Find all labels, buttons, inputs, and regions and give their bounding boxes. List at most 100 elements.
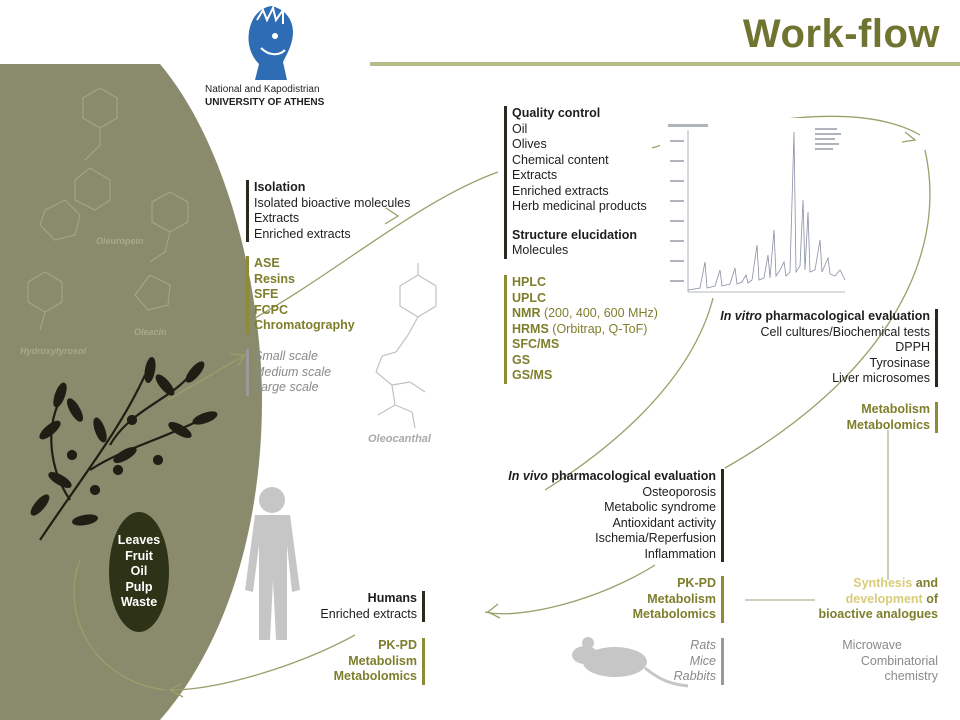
- olive-parts-list: Leaves Fruit Oil Pulp Waste: [98, 533, 180, 611]
- analytics-item: GS/MS: [512, 368, 553, 382]
- pkpd-item: Metabolism: [647, 591, 716, 606]
- quality-control-item: Enriched extracts: [512, 183, 609, 198]
- olive-part: Leaves: [117, 533, 161, 547]
- quality-control-item: Herb medicinal products: [512, 199, 647, 213]
- in-vivo-title: In vivo pharmacological evaluation: [508, 469, 716, 483]
- humans-title: Humans: [367, 591, 417, 605]
- isolation-item: Enriched extracts: [254, 226, 351, 241]
- label-hydroxytyrosol: Hydroxytyrosol: [20, 346, 87, 356]
- metabolism-item: Metabolism: [861, 402, 930, 416]
- pkpd-item: PK-PD: [378, 638, 417, 652]
- analytics-item: HPLC: [512, 275, 547, 289]
- development-word: development: [845, 591, 923, 606]
- university-line2: UNIVERSITY OF ATHENS: [205, 97, 325, 108]
- structure-item: Molecules: [512, 243, 569, 257]
- quality-control-item: Chemical content: [512, 152, 609, 167]
- isolation-item: Extracts: [254, 211, 300, 225]
- animals-block: Rats Mice Rabbits: [674, 638, 724, 685]
- oleocanthal-structure: [375, 263, 437, 429]
- technique-item: SFE: [254, 287, 279, 301]
- quality-control-item: Extracts: [512, 168, 558, 182]
- olive-part: Waste: [120, 595, 158, 609]
- pkpd-left-block: PK-PD Metabolism Metabolomics: [334, 638, 425, 685]
- in-vitro-item: Tyrosinase: [869, 355, 930, 370]
- pkpd-mid-block: PK-PD Metabolism Metabolomics: [633, 576, 724, 623]
- arrow-from-olive: [73, 559, 166, 691]
- metabolism-right-block: Metabolism Metabolomics: [847, 402, 938, 433]
- synthesis-method: Combinatorial: [860, 653, 938, 668]
- olive-part: Fruit: [125, 548, 153, 563]
- animal-item: Rats: [690, 638, 716, 652]
- synthesis-methods-block: Microwave Combinatorial chemistry: [842, 638, 938, 685]
- in-vitro-item: DPPH: [895, 340, 930, 354]
- quality-control-block: Quality control Oil Olives Chemical cont…: [504, 106, 647, 259]
- scale-item: Large scale: [254, 380, 319, 394]
- isolation-block: Isolation Isolated bioactive molecules E…: [246, 180, 410, 242]
- isolation-title: Isolation: [254, 180, 306, 194]
- chromatogram: [660, 118, 850, 298]
- rat-silhouette: [572, 637, 689, 688]
- animal-item: Rabbits: [673, 669, 716, 683]
- technique-item: FCPC: [254, 302, 289, 317]
- scale-item: Small scale: [254, 349, 318, 363]
- olive-panel: [0, 64, 262, 720]
- pkpd-item: Metabolomics: [632, 607, 716, 621]
- in-vitro-block: In vitro pharmacological evaluation Cell…: [720, 309, 938, 387]
- synthesis-line3: bioactive analogues: [818, 607, 938, 621]
- synthesis-word: Synthesis: [853, 576, 913, 590]
- technique-item: ASE: [254, 256, 280, 270]
- analytics-item: UPLC: [512, 290, 547, 305]
- arrow-to-humans: [484, 564, 656, 615]
- in-vivo-item: Metabolic syndrome: [604, 500, 716, 514]
- in-vivo-item: Osteoporosis: [642, 484, 716, 499]
- techniques-block: ASE Resins SFE FCPC Chromatography: [246, 256, 355, 334]
- humans-block: Humans Enriched extracts: [320, 591, 425, 622]
- university-name: National and Kapodistrian UNIVERSITY OF …: [205, 83, 324, 109]
- arrow-to-in-vitro: [724, 149, 931, 469]
- quality-control-item: Olives: [512, 137, 547, 151]
- label-oleacin: Oleacin: [134, 327, 167, 337]
- structure-title: Structure elucidation: [512, 227, 638, 242]
- pkpd-item: Metabolomics: [333, 669, 417, 683]
- in-vivo-item: Inflammation: [644, 546, 716, 561]
- scales-block: Small scale Medium scale Large scale: [246, 349, 331, 396]
- page-title: Work-flow: [742, 12, 940, 56]
- olive-part: Oil: [130, 564, 148, 578]
- pkpd-item: PK-PD: [677, 576, 716, 590]
- arrow-to-olive: [169, 634, 356, 691]
- university-line1: National and Kapodistrian: [205, 84, 320, 95]
- in-vitro-item: Liver microsomes: [832, 371, 930, 385]
- in-vivo-item: Ischemia/Reperfusion: [595, 531, 716, 545]
- quality-control-item: Oil: [512, 121, 528, 136]
- arrow-to-quality: [254, 171, 499, 319]
- technique-item: Resins: [254, 271, 295, 286]
- label-oleocanthal: Oleocanthal: [368, 433, 431, 445]
- olive-branch: [30, 357, 218, 541]
- in-vivo-item: Antioxidant activity: [612, 515, 716, 530]
- synthesis-method: chemistry: [884, 669, 938, 683]
- metabolism-item: Metabolomics: [846, 417, 930, 432]
- chemical-structures: [27, 87, 189, 331]
- human-silhouette: [245, 487, 300, 640]
- pkpd-item: Metabolism: [348, 653, 417, 668]
- university-logo-icon: [248, 5, 293, 80]
- label-oleuropein: Oleuropein: [96, 236, 144, 246]
- analytics-item: GS: [512, 352, 531, 367]
- scale-item: Medium scale: [254, 364, 332, 379]
- analytics-item: NMR (200, 400, 600 MHz): [512, 306, 658, 320]
- technique-item: Chromatography: [254, 318, 355, 332]
- animal-item: Mice: [689, 653, 716, 668]
- synthesis-method: Microwave: [842, 638, 902, 652]
- quality-control-title: Quality control: [512, 106, 601, 120]
- olive-parts-oval: [109, 512, 169, 632]
- in-vivo-block: In vivo pharmacological evaluation Osteo…: [508, 469, 724, 562]
- arrow-olive-to-isolation: [167, 354, 246, 401]
- synthesis-block: Synthesis and development of bioactive a…: [818, 576, 938, 621]
- isolation-item: Isolated bioactive molecules: [254, 195, 411, 210]
- analytics-item: HRMS (Orbitrap, Q-ToF): [512, 321, 648, 336]
- analytics-block: HPLC UPLC NMR (200, 400, 600 MHz) HRMS (…: [504, 275, 658, 384]
- in-vitro-item: Cell cultures/Biochemical tests: [760, 324, 930, 339]
- in-vitro-title: In vitro pharmacological evaluation: [720, 309, 930, 323]
- humans-item: Enriched extracts: [320, 606, 417, 621]
